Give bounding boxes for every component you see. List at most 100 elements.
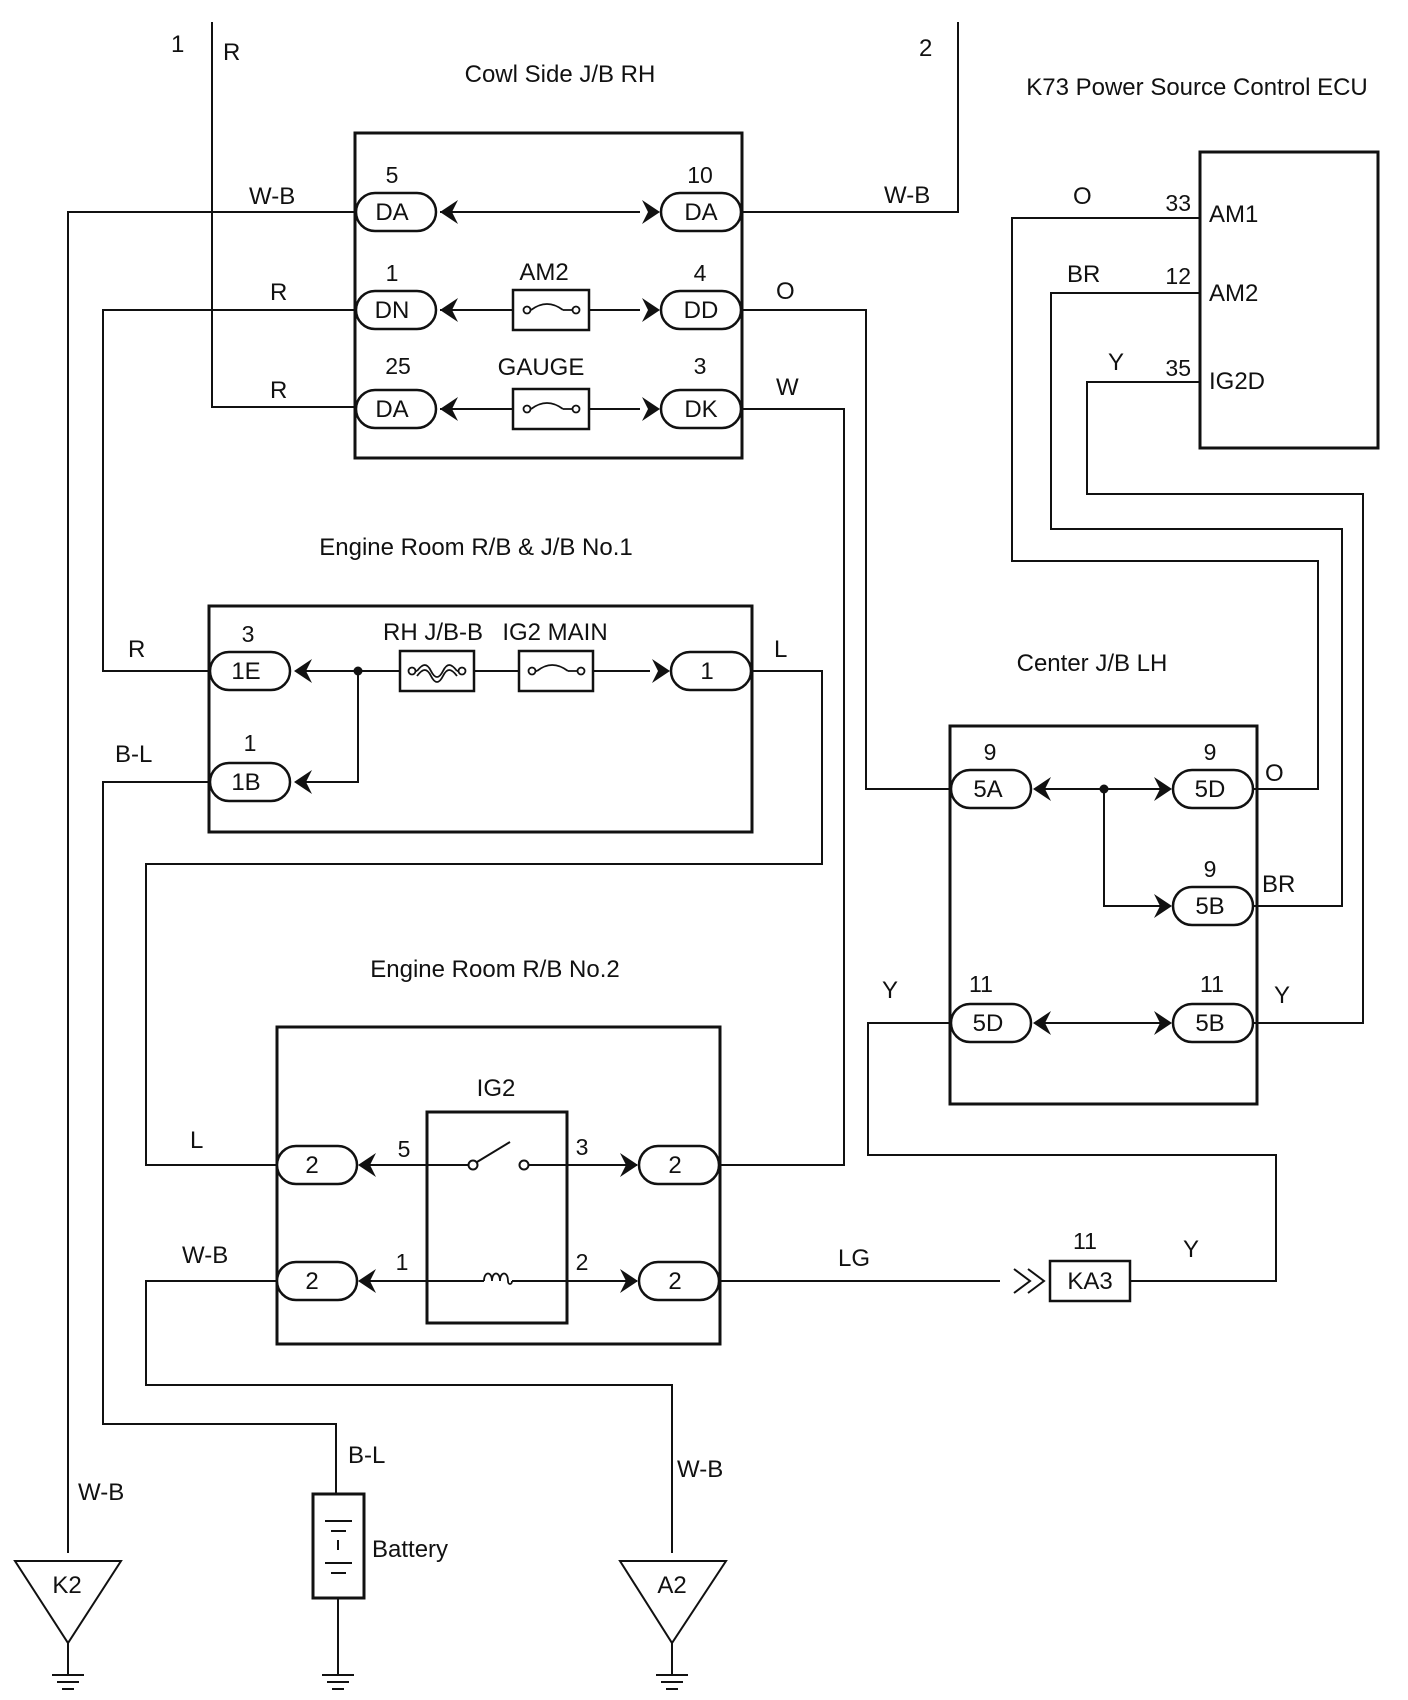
svg-text:R: R xyxy=(128,636,145,663)
connector-5b-bot xyxy=(1171,1002,1255,1044)
ecu-title: K73 Power Source Control ECU xyxy=(1026,74,1367,101)
er2-box xyxy=(275,1025,722,1346)
svg-text:35: 35 xyxy=(1165,355,1191,381)
svg-text:3: 3 xyxy=(576,1134,589,1160)
engine-room-rb-jb-no1: Engine Room R/B & J/B No.1 1E 3 1B 1 1 R… xyxy=(207,534,754,834)
svg-text:W-B: W-B xyxy=(249,183,295,210)
junction-dot xyxy=(353,666,363,676)
ground-icon xyxy=(52,1674,84,1690)
svg-text:O: O xyxy=(1265,760,1284,787)
arrow-icon xyxy=(1033,1011,1051,1035)
svg-text:DD: DD xyxy=(684,297,719,324)
svg-text:25: 25 xyxy=(385,353,411,379)
svg-text:1: 1 xyxy=(396,1249,409,1275)
svg-text:DK: DK xyxy=(684,396,717,423)
center-box xyxy=(948,724,1259,1106)
svg-text:1B: 1B xyxy=(231,769,260,796)
svg-text:33: 33 xyxy=(1165,190,1191,216)
engine-room-rb-no2: Engine Room R/B No.2 IG2 5 3 1 2 2 2 2 2 xyxy=(275,956,722,1346)
connector-dk3 xyxy=(659,388,743,430)
ground-k2: K2 xyxy=(13,1560,123,1690)
er1-title: Engine Room R/B & J/B No.1 xyxy=(319,534,632,561)
svg-text:9: 9 xyxy=(984,739,997,765)
svg-text:9: 9 xyxy=(1204,856,1217,882)
connector-ka3: KA3 11 xyxy=(1013,1228,1132,1303)
wire-l-er1-er2 xyxy=(145,670,823,1166)
connector-dd4 xyxy=(659,289,743,331)
svg-text:4: 4 xyxy=(694,260,707,286)
connector-5d-bot xyxy=(949,1002,1033,1044)
arrow-icon xyxy=(1154,1011,1172,1035)
arrow-icon xyxy=(1154,777,1172,801)
ecu-pin-am1: AM1 xyxy=(1209,201,1258,228)
power-source-control-ecu: K73 Power Source Control ECU AM1 33 AM2 … xyxy=(1026,74,1380,450)
svg-text:5: 5 xyxy=(398,1136,411,1162)
svg-text:O: O xyxy=(1073,183,1092,210)
arrow-icon xyxy=(440,298,458,322)
svg-text:LG: LG xyxy=(838,1245,870,1272)
arrow-icon xyxy=(440,397,458,421)
switch-contact xyxy=(518,1159,530,1171)
ecu-pin-am2: AM2 xyxy=(1209,280,1258,307)
svg-text:5D: 5D xyxy=(973,1010,1004,1037)
svg-text:DN: DN xyxy=(375,297,410,324)
arrow-icon xyxy=(1154,894,1172,918)
svg-text:3: 3 xyxy=(242,621,255,647)
svg-text:5B: 5B xyxy=(1195,893,1224,920)
er1-box xyxy=(207,604,754,834)
wire-r-dn-1e xyxy=(102,309,355,672)
svg-text:Y: Y xyxy=(1108,349,1124,376)
connector-5d-top xyxy=(1171,768,1255,810)
svg-text:B-L: B-L xyxy=(348,1442,385,1469)
svg-text:O: O xyxy=(776,278,795,305)
battery-icon xyxy=(325,1520,352,1574)
fuse-am2-label: AM2 xyxy=(519,259,568,286)
svg-text:5D: 5D xyxy=(1195,776,1226,803)
wire-y-5b-ig2d xyxy=(1086,381,1364,1024)
center-jb-lh: Center J/B LH 5A 9 5D 9 5B 9 5D 11 5B 11 xyxy=(948,650,1259,1106)
wire-bl-battery xyxy=(102,781,337,1494)
ka3-box xyxy=(1048,1259,1132,1303)
svg-text:BR: BR xyxy=(1262,871,1295,898)
svg-text:L: L xyxy=(190,1127,203,1154)
er2-title: Engine Room R/B No.2 xyxy=(370,956,619,983)
svg-text:9: 9 xyxy=(1204,739,1217,765)
svg-text:1E: 1E xyxy=(231,658,260,685)
connector-1e xyxy=(208,650,292,692)
arrow-icon xyxy=(294,659,312,683)
wire-o-5d-am1 xyxy=(1011,217,1319,790)
svg-text:KA3: KA3 xyxy=(1067,1268,1112,1295)
center-title: Center J/B LH xyxy=(1017,650,1168,677)
connector-er2-l2 xyxy=(275,1260,359,1302)
arrow-icon xyxy=(358,1153,376,1177)
connector-1 xyxy=(669,650,753,692)
svg-text:W-B: W-B xyxy=(677,1456,723,1483)
arrow-icon xyxy=(642,397,660,421)
ground-a2: A2 xyxy=(618,1560,728,1690)
svg-text:W-B: W-B xyxy=(78,1479,124,1506)
svg-text:2: 2 xyxy=(576,1249,589,1275)
ground-icon xyxy=(656,1674,688,1690)
cowl-side-jb-rh: Cowl Side J/B RH DA 5 DN 1 DA 25 DA 10 D… xyxy=(353,61,744,460)
svg-text:5: 5 xyxy=(386,162,399,188)
cowl-title: Cowl Side J/B RH xyxy=(465,61,656,88)
wire-y-ka3-5d xyxy=(867,1022,1277,1282)
svg-text:5B: 5B xyxy=(1195,1010,1224,1037)
connector-da10 xyxy=(659,191,743,233)
fuse-rh-jb-b-label: RH J/B-B xyxy=(383,619,483,646)
svg-text:DA: DA xyxy=(684,199,717,226)
svg-text:W-B: W-B xyxy=(884,182,930,209)
wire-wb-a2 xyxy=(145,1280,673,1553)
svg-text:2: 2 xyxy=(305,1152,318,1179)
svg-text:DA: DA xyxy=(375,396,408,423)
connector-da25 xyxy=(354,388,438,430)
arrow-icon xyxy=(642,298,660,322)
arrow-icon xyxy=(642,200,660,224)
junction-dot xyxy=(1099,784,1109,794)
connector-5b-mid xyxy=(1171,885,1255,927)
svg-text:1: 1 xyxy=(244,730,257,756)
svg-text:Y: Y xyxy=(1183,1236,1199,1263)
wire-wb-k2 xyxy=(67,211,355,1553)
arrow-icon xyxy=(1033,777,1051,801)
